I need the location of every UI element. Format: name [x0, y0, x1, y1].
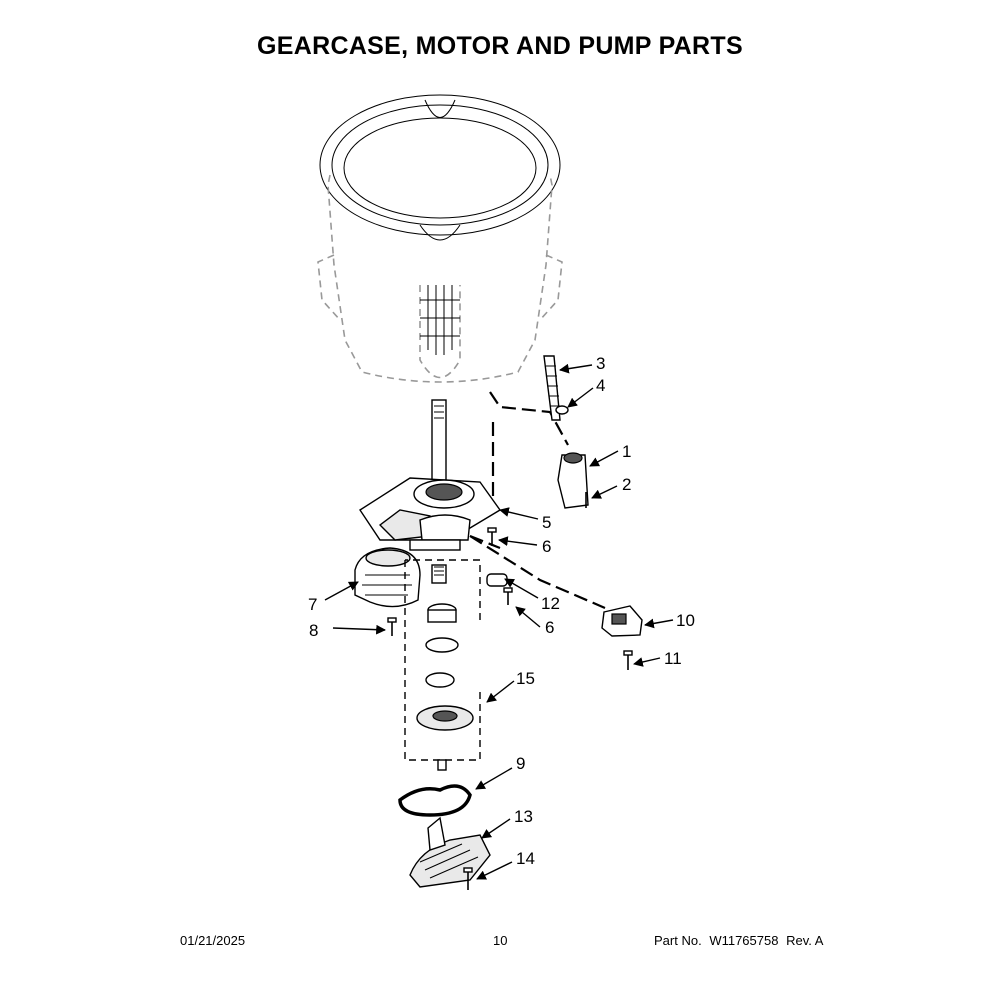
callout-1: 1 [589, 442, 631, 467]
callout-label: 8 [309, 621, 318, 640]
callout-10: 10 [644, 611, 695, 630]
callout-3: 3 [559, 354, 605, 374]
callout-label: 1 [622, 442, 631, 461]
callout-6b: 6 [515, 606, 554, 637]
revision: Rev. A [786, 933, 824, 948]
callout-label: 11 [664, 649, 682, 668]
callout-8: 8 [309, 621, 386, 640]
callout-11: 11 [633, 649, 682, 668]
callout-15: 15 [486, 669, 535, 703]
callout-14: 14 [476, 849, 535, 880]
drive-belt [398, 784, 472, 817]
callout-label: 12 [541, 594, 560, 613]
callout-2: 2 [591, 475, 631, 499]
footer-page-number: 10 [493, 933, 508, 948]
page-title: GEARCASE, MOTOR AND PUMP PARTS [257, 32, 743, 60]
callout-label: 14 [516, 849, 535, 868]
callout-label: 7 [308, 595, 317, 614]
screw-6-upper [487, 527, 497, 546]
callout-label: 4 [596, 376, 605, 395]
capacitor-12 [486, 573, 508, 587]
drain-hose [543, 355, 569, 421]
callout-4: 4 [567, 376, 605, 408]
base-plate [409, 816, 491, 888]
callout-label: 2 [622, 475, 631, 494]
motor [354, 547, 421, 608]
part-label: Part No. [654, 933, 702, 948]
gearcase-assembly [359, 399, 502, 551]
shifter-10 [601, 605, 643, 637]
drain-pump [557, 452, 589, 509]
footer-part-number: Part No. W11765758 Rev. A [654, 933, 827, 948]
callout-9: 9 [475, 754, 525, 790]
callout-12: 12 [504, 578, 560, 613]
callout-7: 7 [308, 581, 359, 614]
callout-label: 9 [516, 754, 525, 773]
callout-5: 5 [499, 507, 551, 532]
callout-6a: 6 [498, 536, 551, 556]
leader-pump [469, 535, 606, 610]
clutch-stack [404, 559, 481, 771]
screw-6-lower [503, 587, 513, 605]
screw-8 [387, 617, 397, 636]
callout-label: 10 [676, 611, 695, 630]
leader-gearcase [469, 534, 501, 550]
callout-label: 3 [596, 354, 605, 373]
leader-drain [489, 391, 569, 446]
callout-label: 6 [542, 537, 551, 556]
screw-14 [463, 867, 473, 890]
callout-label: 15 [516, 669, 535, 688]
tub-outline [317, 94, 563, 383]
callout-label: 6 [545, 618, 554, 637]
callout-label: 5 [542, 513, 551, 532]
footer-date: 01/21/2025 [180, 933, 246, 948]
callout-13: 13 [481, 807, 533, 839]
screw-11 [623, 650, 633, 670]
part-number: W11765758 [709, 933, 779, 948]
callout-label: 13 [514, 807, 533, 826]
